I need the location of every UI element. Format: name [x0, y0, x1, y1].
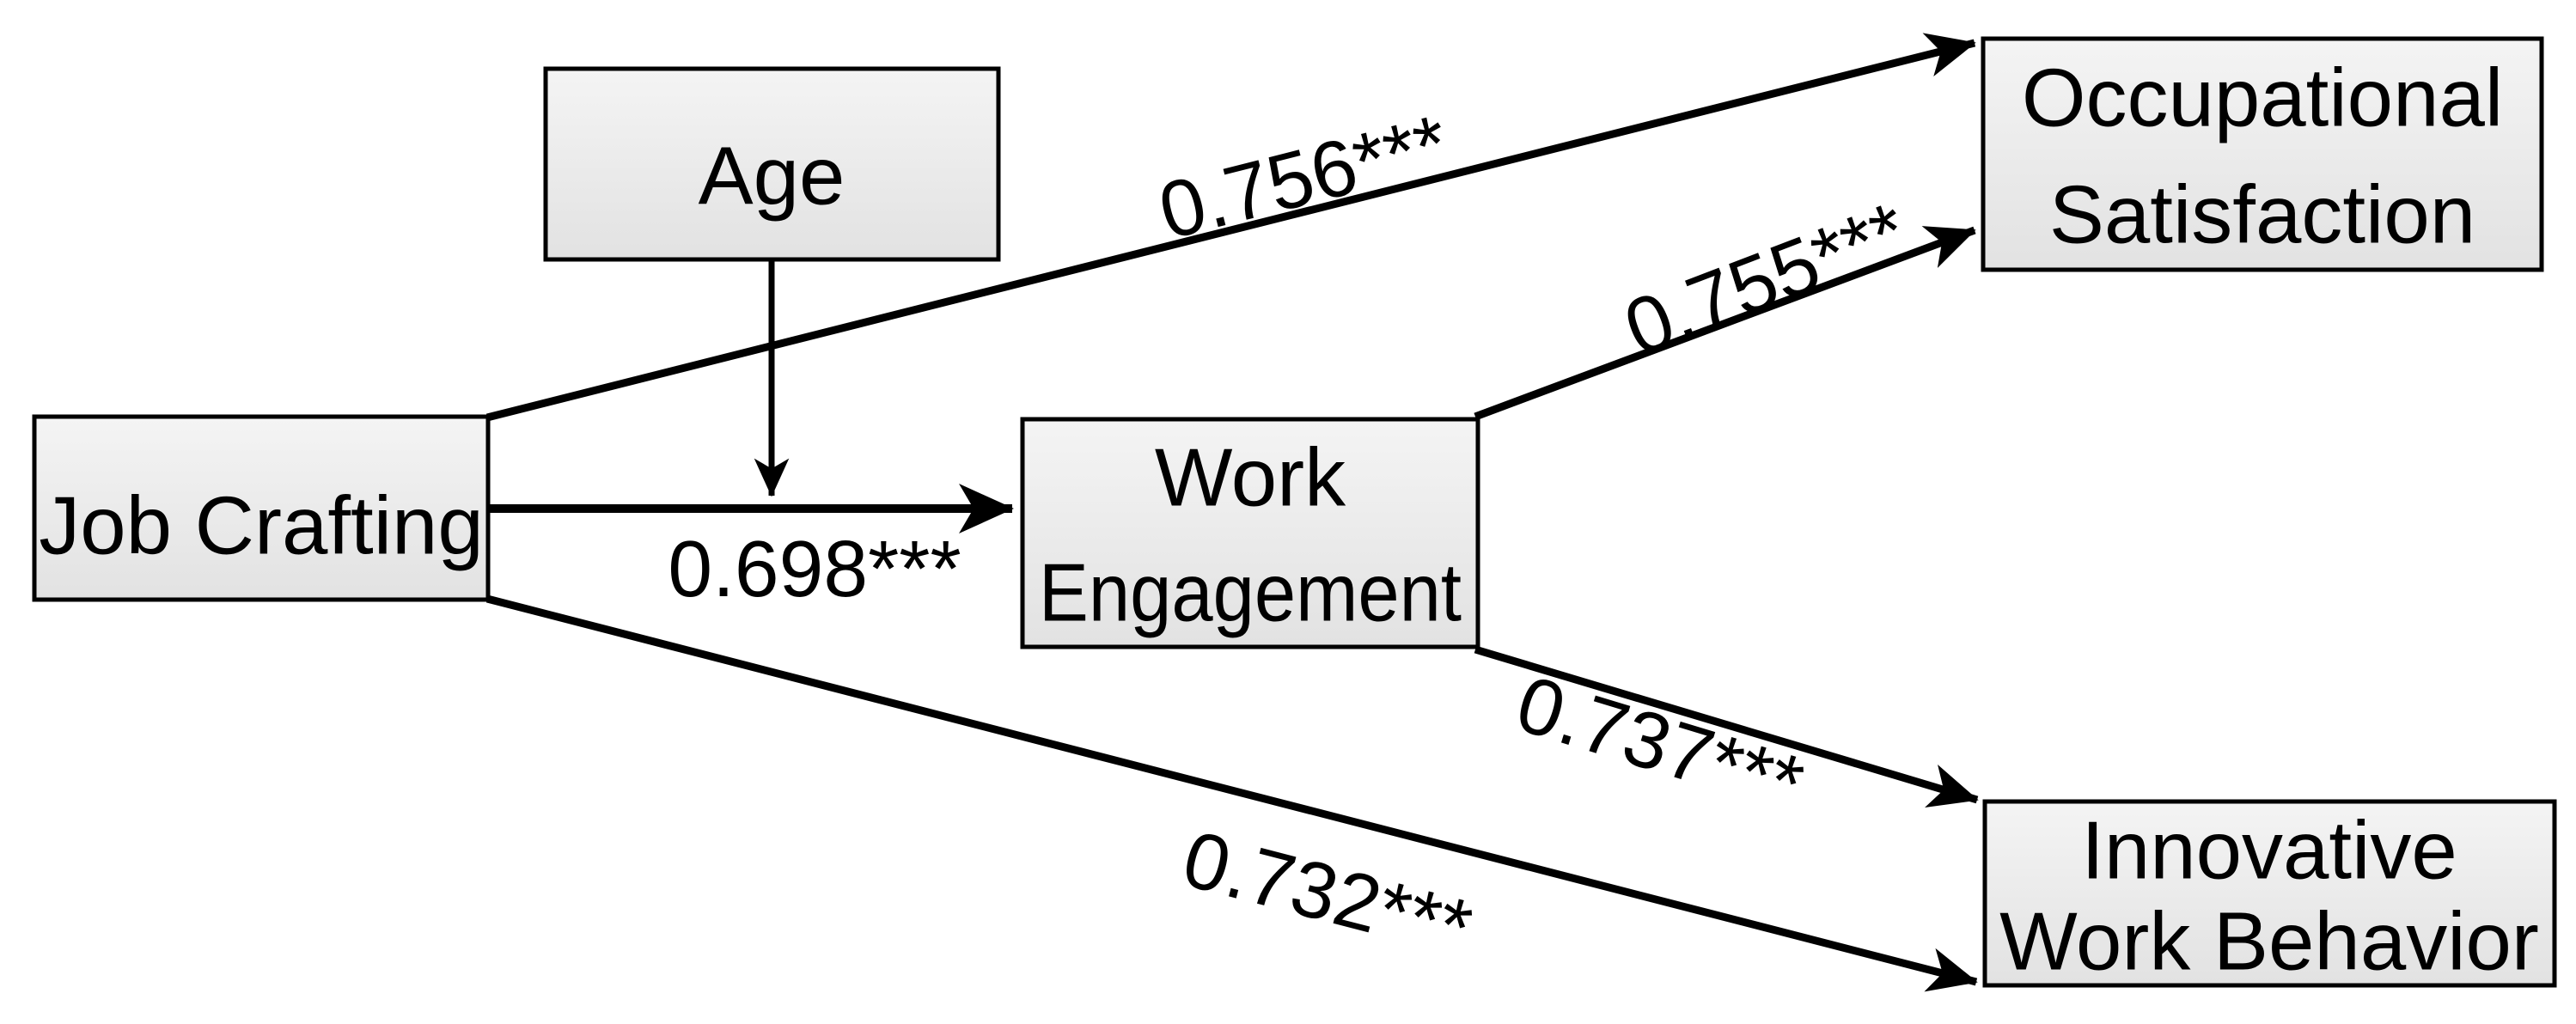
node-job-crafting-label: Job Crafting — [39, 480, 484, 572]
node-occupational-satisfaction-label-line2: Satisfaction — [2049, 169, 2475, 261]
node-work-engagement-label-line1: Work — [1155, 432, 1346, 524]
edge-label-jc-os: 0.756*** — [1151, 98, 1456, 257]
edge-label-we-iwb: 0.737*** — [1507, 658, 1814, 829]
node-innovative-work-behavior: Innovative Work Behavior — [1982, 799, 2557, 988]
edge-label-jc-iwb: 0.732*** — [1175, 814, 1480, 973]
node-job-crafting: Job Crafting — [32, 414, 491, 602]
arrow-job-crafting-to-occupational-satisfaction — [485, 33, 1976, 422]
node-work-engagement-label-line2: Engagement — [1039, 547, 1462, 639]
edge-label-jc-we: 0.698*** — [668, 524, 961, 613]
node-innovative-work-behavior-label-line1: Innovative — [2081, 805, 2457, 897]
arrow-work-engagement-to-innovative-work-behavior — [1474, 645, 1979, 808]
node-occupational-satisfaction: Occupational Satisfaction — [1981, 36, 2544, 272]
node-age-label: Age — [699, 131, 845, 222]
edge-label-we-os: 0.755*** — [1613, 185, 1919, 373]
node-occupational-satisfaction-label-line1: Occupational — [2022, 52, 2503, 144]
node-work-engagement: Work Engagement — [1020, 417, 1480, 649]
node-age: Age — [543, 66, 1001, 262]
arrow-work-engagement-to-occupational-satisfaction — [1474, 226, 1976, 421]
node-innovative-work-behavior-label-line2: Work Behavior — [1999, 896, 2539, 988]
arrow-job-crafting-to-innovative-work-behavior — [485, 594, 1978, 992]
